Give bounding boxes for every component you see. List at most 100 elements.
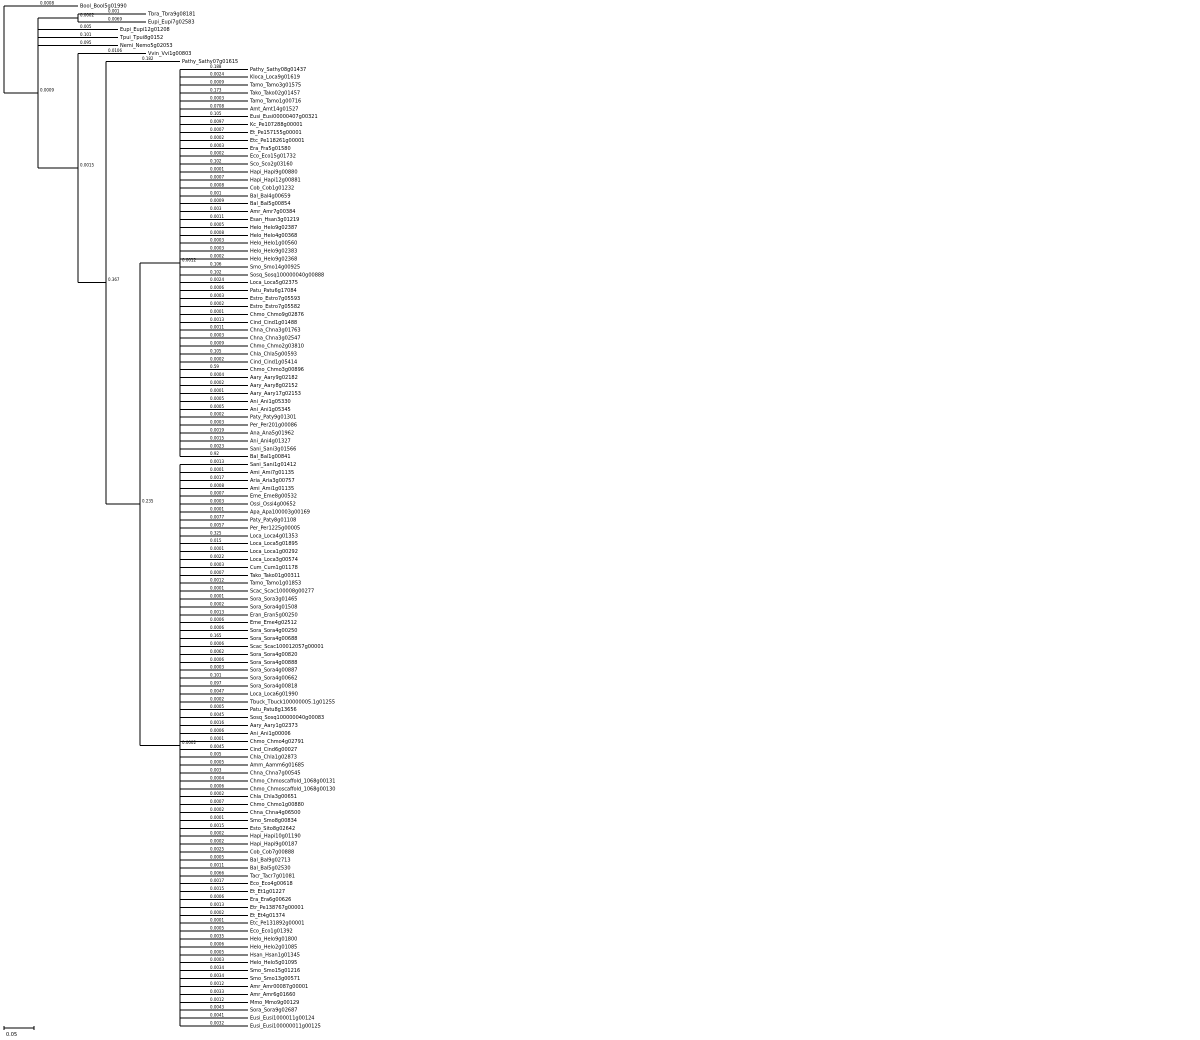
branch-support-value: 0.0045 [210,744,224,749]
branch-support-value: 0.101 [210,673,222,678]
branch-support-value: 0.0001 [210,388,224,393]
branch-support-value: 0.0006 [210,728,224,733]
tip-label: Loca_Loca1g00292 [250,549,298,555]
tip-label: Tako_Tako01g00311 [249,573,300,579]
branch-support-value: 0.0006 [210,783,224,788]
tip-label: Apa_Apa100003g00169 [250,510,310,516]
branch-support-value: 0.095 [80,40,92,45]
tip-label: Etc_Pe118261g00001 [250,138,304,144]
branch-support-value: 0.0012 [182,257,196,262]
branch-support-value: 0.0005 [210,704,224,709]
branch-support-value: 0.0025 [210,847,224,852]
tip-label: Cind_Cind1g01488 [250,320,297,326]
branch-support-value: 0.0013 [210,609,224,614]
tip-label: Chmo_Chmo9g02876 [250,312,304,318]
tip-label: Chmo_Chmo3g00896 [250,367,304,373]
branch-support-value: 0.0023 [210,443,224,448]
branch-support-value: 0.001 [108,8,120,13]
tip-label: Patu_Patu6g17084 [250,288,297,294]
tip-label: Hapi_Hapi9g00187 [250,842,298,848]
branch-support-value: 0.0005 [210,222,224,227]
branch-support-value: 0.0005 [210,760,224,765]
tip-label: Pathy_Sathy08g01437 [250,67,306,73]
branch-support-value: 0.0003 [210,499,224,504]
branch-support-value: 0.0009 [210,198,224,203]
branch-support-value: 0.0001 [210,586,224,591]
tip-label: Helo_Helo4g00368 [250,233,297,239]
branch-support-value: 0.59 [210,364,219,369]
tip-label: Tbuck_Tbuck100000005.1g01255 [249,699,335,705]
tip-label: Chla_Chla1g02873 [250,755,297,761]
tip-label: Tbra_Tbra9g08181 [147,11,195,17]
branch-support-value: 0.0002 [210,831,224,836]
tip-label: Helo_Helo2g01085 [250,944,297,950]
tip-label: Smo_Smo13g00571 [250,976,300,982]
branch-support-value: 0.0013 [210,317,224,322]
branch-support-value: 0.102 [210,159,222,164]
tip-label: Kc_Pe107288g00001 [250,122,303,128]
tip-label: Sora_Sora4g00250 [250,628,297,634]
tip-label: Amt_Amt14g01527 [250,106,298,112]
branch-support-value: 0.0034 [210,973,224,978]
branch-support-value: 0.0002 [210,151,224,156]
tip-label: Helo_Helo9g02383 [250,249,297,255]
branch-support-value: 0.0062 [210,649,224,654]
tip-label: Ossi_Ossi4g00652 [250,502,296,508]
branch-support-value: 0.0002 [210,380,224,385]
tip-label: Smo_Smo8g00834 [250,818,297,824]
tip-label: Cob_Cob1g01232 [250,185,294,191]
branch-support-value: 0.0002 [210,910,224,915]
branch-support-value: 0.0005 [210,396,224,401]
tip-label: Ana_Ana5g01962 [250,430,294,436]
tip-label: Tacr_Tacr7g01081 [249,873,295,879]
tip-label: Aria_Aria3g00757 [250,478,295,484]
tip-label: Etc_Pe131892g00001 [250,921,304,927]
tip-label: Chla_Chla5g00593 [250,351,297,357]
branch-support-value: 0.0007 [210,174,224,179]
tip-label: Amr_Amr00087g00001 [250,984,308,990]
branch-support-value: 0.0012 [210,578,224,583]
tip-label: Era_Fra5g01580 [250,146,291,152]
tip-label: Ani_Ani4g01327 [250,438,291,444]
branch-support-value: 0.235 [142,499,154,504]
tip-label: Bal_Bal4g00659 [250,193,291,199]
tip-label: Loca_Loca4g01353 [250,533,298,539]
branch-support-value: 0.0006 [210,285,224,290]
tip-label: Eupi_Eupi7g02583 [148,19,195,25]
tip-label: Chmo_Chmo1g00880 [250,802,304,808]
branch-support-value: 0.0002 [210,301,224,306]
tip-label: Aary_Aary1g02373 [250,723,298,729]
branch-support-value: 0.0019 [210,427,224,432]
tip-label: Et_Pe157155g00001 [250,130,302,136]
branch-support-value: 0.0003 [210,238,224,243]
branch-support-value: 0.0006 [210,641,224,646]
branch-support-value: 0.0002 [210,807,224,812]
tip-label: Bal_Bal5g00854 [250,201,291,207]
branch-support-value: 0.105 [210,348,222,353]
branch-support-value: 0.0015 [210,823,224,828]
tip-label: Hapi_Hapi9g00880 [250,170,298,176]
tip-label: Sosq_Sosq100000040g00083 [250,715,324,721]
branch-support-value: 0.0003 [210,957,224,962]
tip-label: Patu_Patu8g13656 [250,707,297,713]
branch-support-value: 0.0001 [210,918,224,923]
branch-support-value: 0.0002 [210,601,224,606]
branch-support-value: 0.0016 [210,720,224,725]
branch-support-value: 0.0003 [210,665,224,670]
branch-support-value: 0.0024 [210,277,224,282]
tip-label: Eusi_Eusi1000011g00124 [250,1016,315,1022]
branch-support-value: 0.0005 [210,404,224,409]
branch-support-value: 0.0005 [210,949,224,954]
tip-label: Sani_Sani3g01566 [250,446,296,452]
branch-support-value: 0.0003 [210,420,224,425]
tip-label: Sora_Sora4g00662 [250,676,297,682]
tip-label: Pathy_Sathy07g01615 [182,59,238,65]
branch-support-value: 0.0077 [210,514,224,519]
tip-label: Estro_Estro7g05582 [250,304,300,310]
branch-support-value: 0.325 [210,530,222,535]
tip-label: Smo_Smo15g01216 [250,968,300,974]
branch-support-value: 0.0012 [210,981,224,986]
tip-label: Ami_Ami1g01135 [250,486,294,492]
tip-label: Loca_Loca6g01990 [250,691,298,697]
branch-support-value: 0.101 [80,32,92,37]
